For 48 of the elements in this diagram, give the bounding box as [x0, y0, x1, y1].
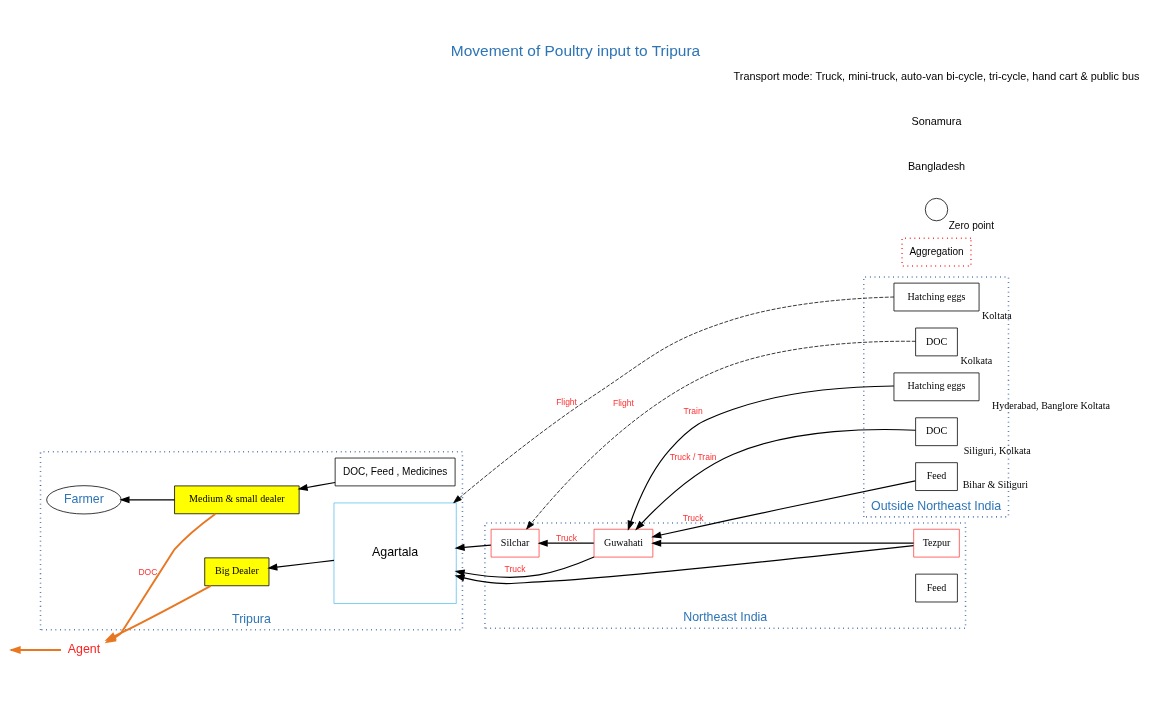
edge-label: Truck / Train [669, 452, 717, 463]
arrow [651, 539, 915, 547]
node-box: DOC [915, 417, 958, 447]
arrow [453, 296, 895, 504]
edge-label: Flight [556, 397, 577, 408]
diagram-title: Movement of Poultry input to Tripura [450, 41, 701, 59]
node-box: Feed [915, 462, 958, 491]
node-box: Big Dealer [204, 557, 270, 587]
arrow [651, 480, 916, 539]
label: Transport mode: Truck, mini-truck, auto-van bi-cycle, tri-cycle, hand cart & public bus [733, 70, 1140, 83]
node-box: Feed [915, 573, 958, 603]
arrow [267, 559, 335, 571]
node-box: Agartala [333, 502, 457, 604]
arrow [537, 539, 595, 547]
node-box: Tezpur [913, 528, 960, 558]
node-label: Koltata [982, 310, 1012, 322]
arrow [526, 340, 916, 530]
arrow [635, 428, 917, 531]
arrow [454, 556, 595, 578]
label: Sonamura [911, 115, 962, 127]
arrow [119, 496, 176, 504]
edge-label: Truck [682, 512, 704, 523]
node-label: Kolkata [960, 354, 993, 366]
node-label: Bihar & Siliguri [962, 478, 1028, 490]
node-label: Hyderabad, Banglore Koltata [992, 399, 1111, 411]
node-box: Guwahati [593, 528, 654, 558]
edge-label: Flight [613, 398, 634, 409]
node-box: DOC [915, 327, 958, 357]
node-label: Zero point [948, 219, 994, 231]
node-box: Silchar [490, 528, 540, 558]
node-circle [924, 198, 949, 222]
node-box: Hatching eggs [893, 372, 980, 402]
edge-label: Truck [504, 564, 526, 575]
node-box: Hatching eggs [893, 282, 980, 312]
arrow [297, 481, 336, 491]
edge-label: Truck [556, 532, 578, 543]
arrow [454, 543, 492, 551]
arrow [627, 385, 895, 531]
node-box: Aggregation [901, 237, 972, 267]
node-label: Siliguri, Kolkata [963, 444, 1031, 456]
node-box: Medium & small dealer [174, 485, 300, 515]
edge-label: DOC [138, 566, 158, 577]
edge-label: Train [683, 405, 703, 416]
node-box: DOC, Feed , Medicines [334, 457, 456, 487]
arrow [454, 545, 914, 585]
node-ellipse: Farmer [46, 485, 122, 515]
node-text: Agent [67, 641, 101, 656]
label: Bangladesh [907, 159, 966, 172]
